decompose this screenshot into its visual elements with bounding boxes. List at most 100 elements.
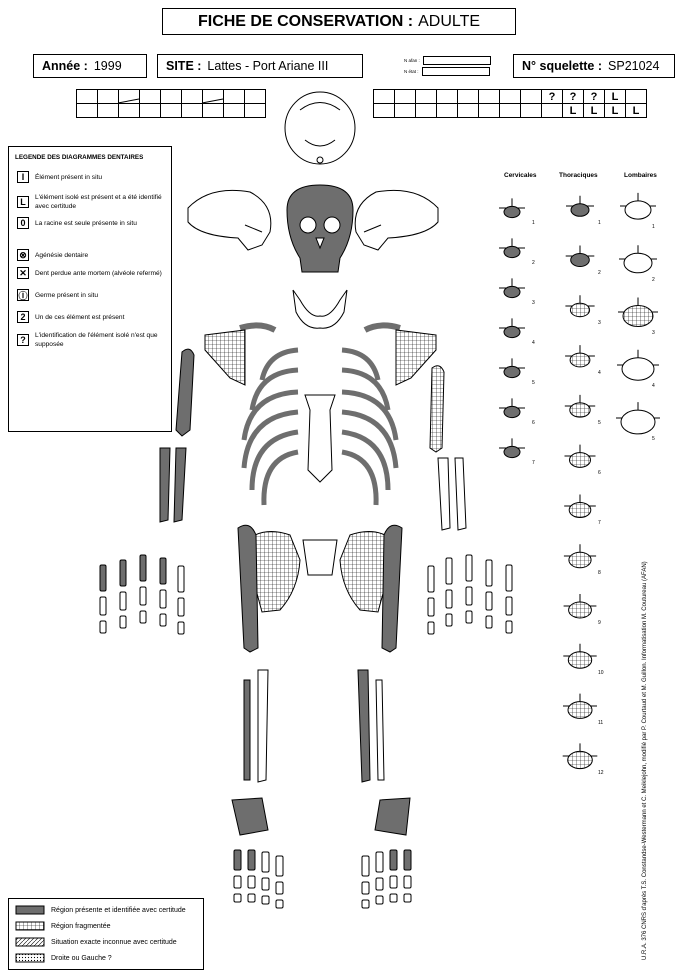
vertebra-number: 4 [598, 370, 601, 376]
thoracic-vertebra [563, 694, 597, 719]
phalanx-bone [120, 616, 126, 628]
vertebra-number: 2 [598, 270, 601, 276]
lumbar-vertebra [616, 402, 660, 434]
skull-right-lateral [355, 190, 438, 250]
phalanx-bone [276, 856, 283, 876]
phalanx-bone [362, 900, 369, 908]
vertebra-number: 3 [532, 300, 535, 306]
thoracic-vertebra [564, 494, 596, 517]
phalanx-bone [376, 852, 383, 872]
vertebra-number: 11 [598, 720, 603, 726]
phalanx-bone [428, 598, 434, 616]
vertebra-number: 4 [652, 383, 655, 389]
phalanx-bone [376, 896, 383, 904]
phalanx-bone [100, 597, 106, 615]
phalanx-bone [390, 876, 397, 888]
phalanx-bone [248, 894, 255, 902]
scapula-right [396, 330, 436, 385]
thoracic-vertebra [566, 196, 594, 217]
cervical-vertebra [499, 278, 525, 297]
foot-left-tarsals [232, 798, 268, 835]
vertebra-number: 3 [598, 320, 601, 326]
phalanx-bone [404, 850, 411, 870]
phalanx-bone [178, 598, 184, 616]
thoracic-vertebra [563, 743, 598, 768]
phalanx-bone [160, 558, 166, 584]
lumbar-vertebra [619, 245, 657, 273]
cervical-vertebra [499, 198, 525, 217]
phalanx-bone [376, 878, 383, 890]
vertebra-number: 1 [532, 220, 535, 226]
phalanx-bone [262, 896, 269, 904]
vertebra-number: 6 [532, 420, 535, 426]
cervicales-label: Cervicales [504, 172, 537, 179]
phalanx-bone [234, 876, 241, 888]
phalanx-bone [248, 850, 255, 870]
vertebra-number: 2 [532, 260, 535, 266]
phalanx-bone [160, 590, 166, 608]
thoracic-vertebra [565, 395, 595, 417]
ulna-left [160, 448, 170, 522]
thoracic-vertebra [563, 644, 596, 668]
vertebra-number: 3 [652, 330, 655, 336]
pelvis-left [252, 532, 300, 613]
cervical-vertebra [499, 318, 525, 337]
phalanx-bone [178, 622, 184, 634]
phalanx-bone [404, 876, 411, 888]
clavicle-right [365, 325, 400, 330]
phalanx-bone [362, 882, 369, 894]
phalanx-bone [404, 894, 411, 902]
femur-right [382, 525, 402, 652]
lumbar-vertebra [617, 350, 659, 380]
phalanx-bone [428, 566, 434, 592]
phalanx-bone [100, 565, 106, 591]
foot-right-tarsals [375, 798, 410, 835]
phalanx-bone [234, 850, 241, 870]
phalanx-bone [120, 592, 126, 610]
vertebra-number: 10 [598, 670, 604, 676]
phalanx-bone [362, 856, 369, 876]
phalanx-bone [276, 882, 283, 894]
humerus-left [176, 349, 194, 436]
cervical-vertebra [499, 238, 525, 257]
skull-front-view [287, 185, 353, 272]
phalanx-bone [466, 587, 472, 605]
lombaires-label: Lombaires [624, 172, 657, 179]
thoracic-vertebra [564, 544, 596, 568]
thoracic-vertebra [565, 345, 595, 367]
cervical-vertebra [499, 398, 525, 417]
sacrum [303, 540, 337, 575]
radius-left [174, 448, 186, 522]
fibula-left [244, 680, 250, 780]
thoracic-vertebra [565, 295, 594, 316]
vertebra-number: 5 [532, 380, 535, 386]
vertebra-number: 9 [598, 620, 601, 626]
phalanx-bone [248, 876, 255, 888]
vertebra-number: 5 [598, 420, 601, 426]
credit-text: U.R.A. 376 CNRS d'après T.S. Constandse-… [642, 561, 648, 960]
phalanx-bone [466, 611, 472, 623]
vertebra-number: 4 [532, 340, 535, 346]
phalanx-bone [140, 587, 146, 605]
phalanx-bone [160, 614, 166, 626]
phalanx-bone [234, 894, 241, 902]
fibula-right [376, 680, 384, 780]
phalanx-bone [390, 850, 397, 870]
thoraciques-label: Thoraciques [559, 172, 598, 179]
vertebra-number: 2 [652, 277, 655, 283]
vertebra-number: 7 [598, 520, 601, 526]
tibia-left [258, 670, 268, 782]
phalanx-bone [466, 555, 472, 581]
cervical-vertebra [499, 358, 525, 377]
mandible [293, 290, 347, 328]
pelvis-right [340, 532, 388, 613]
skull-left-lateral [188, 190, 271, 250]
vertebrae-diagram: 123456712345678910111212345 [480, 180, 680, 870]
thoracic-vertebra [566, 245, 595, 266]
phalanx-bone [100, 621, 106, 633]
radius-right [455, 458, 466, 530]
ulna-right [438, 458, 450, 530]
clavicle-left [240, 325, 275, 330]
sternum [305, 395, 335, 482]
vertebra-number: 1 [598, 220, 601, 226]
